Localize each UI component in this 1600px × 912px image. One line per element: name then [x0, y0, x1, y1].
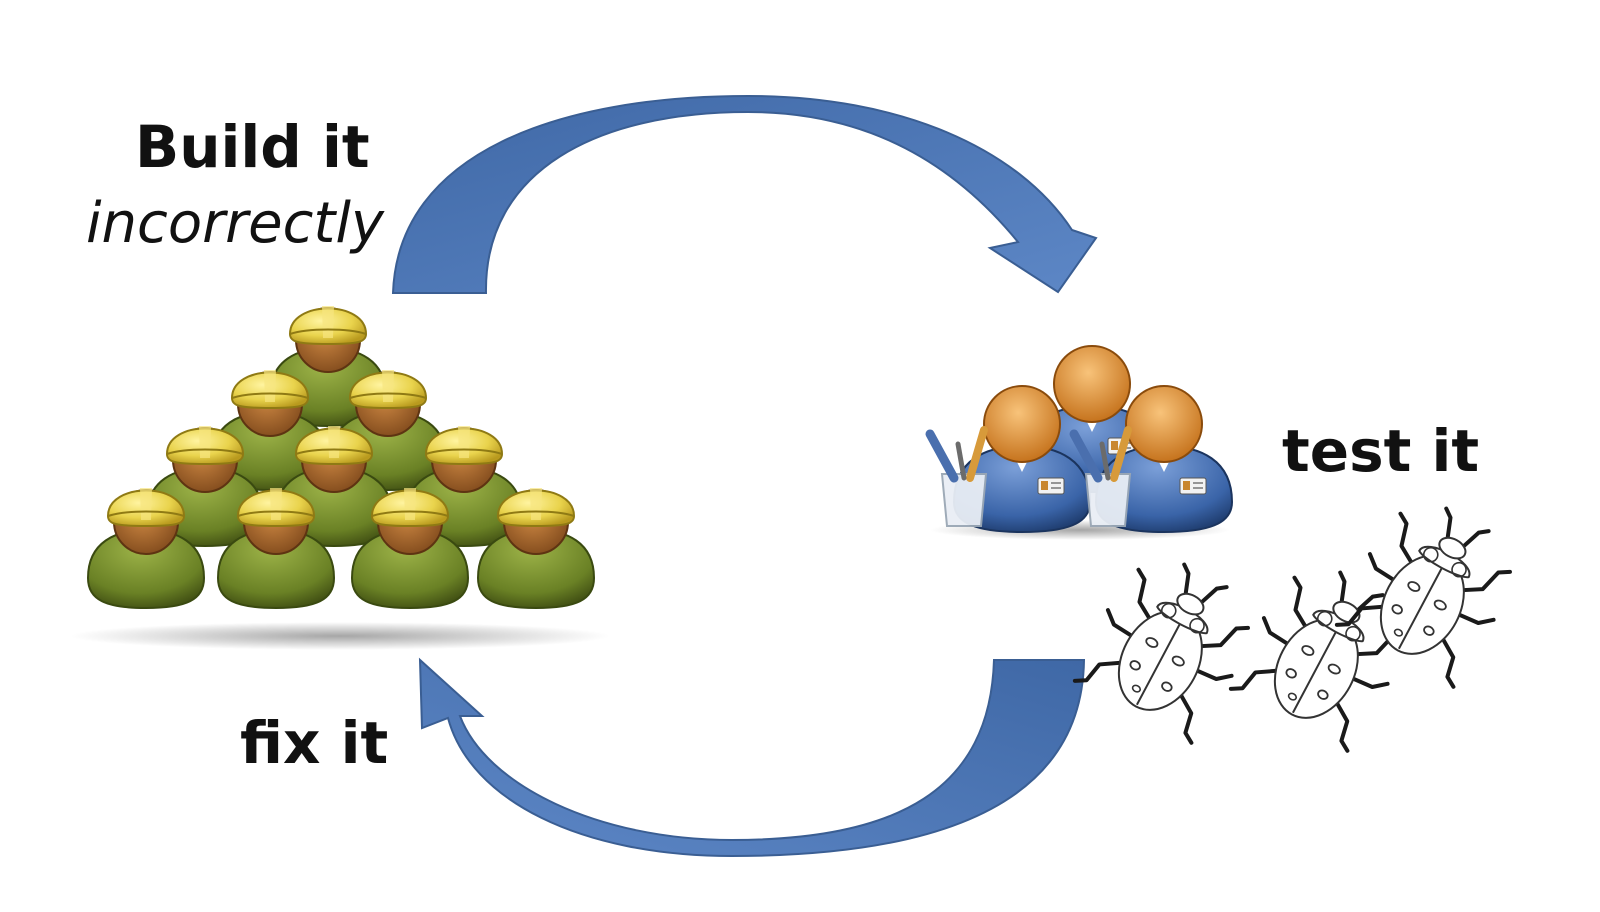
build-it-label: Build it — [135, 113, 370, 181]
test-it-label: test it — [1282, 417, 1480, 485]
arrow-test-to-fix — [418, 657, 1086, 858]
construction-workers-icon — [70, 305, 610, 650]
fix-it-label: fix it — [240, 709, 389, 777]
testers-group-icon — [930, 345, 1233, 540]
incorrectly-label: incorrectly — [86, 191, 385, 256]
arrow-build-to-test — [391, 94, 1098, 294]
